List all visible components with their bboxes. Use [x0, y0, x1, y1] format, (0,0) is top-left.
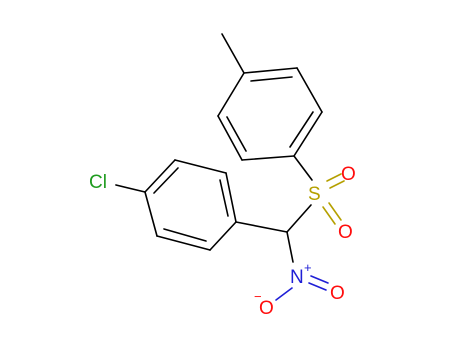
bond	[144, 191, 158, 237]
bond	[308, 282, 327, 291]
bond	[329, 180, 345, 189]
bond	[322, 206, 336, 225]
bond	[275, 287, 293, 301]
chlorophenyl-ring	[144, 159, 237, 251]
bond	[153, 167, 179, 194]
bond	[219, 179, 229, 217]
bond	[156, 235, 211, 251]
bond	[163, 228, 207, 242]
bond	[286, 231, 294, 263]
bond	[293, 155, 313, 181]
bond	[235, 221, 288, 233]
bond	[250, 76, 293, 82]
oxygen-label: O	[330, 283, 345, 304]
bond	[310, 275, 329, 284]
bond	[225, 172, 237, 223]
tolyl-ring	[217, 67, 323, 161]
nitrogen-label: N	[290, 267, 304, 288]
bond	[209, 221, 237, 251]
oxygen-charge-label: −	[254, 289, 262, 304]
oxygen-label: O	[341, 164, 356, 185]
sulfur-label: S	[308, 184, 321, 205]
nitro-charge-label: +	[304, 260, 312, 275]
bond	[217, 115, 243, 161]
bond	[241, 155, 295, 161]
bond	[217, 72, 245, 117]
bond	[115, 184, 146, 193]
bond	[286, 204, 312, 233]
bond	[174, 159, 227, 174]
bond	[296, 67, 323, 113]
bond	[293, 111, 323, 157]
bond	[144, 159, 176, 193]
bond	[289, 111, 314, 148]
bond	[328, 202, 342, 221]
methyl-bond	[221, 33, 245, 74]
bond	[226, 116, 247, 152]
bond	[243, 67, 298, 74]
oxygen-label: O	[259, 298, 274, 319]
oxygen-label: O	[338, 222, 353, 243]
bond	[326, 173, 342, 182]
chlorine-label: Cl	[89, 172, 107, 193]
